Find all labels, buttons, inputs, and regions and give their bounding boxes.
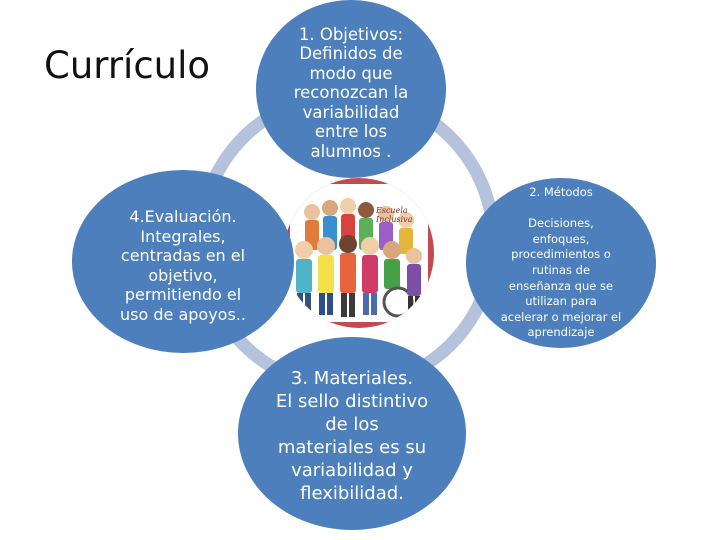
node-materiales: 3. Materiales. El sello distintivo de lo… <box>238 337 466 530</box>
illustration-caption: Escuela Inclusiva <box>376 206 413 224</box>
page-title: Currículo <box>44 44 211 87</box>
illustration-frame: Escuela Inclusiva <box>290 184 428 322</box>
node-metodos-text: 2. Métodos Decisiones, enfoques, procedi… <box>500 185 622 340</box>
node-objetivos-text: 1. Objetivos: Definidos de modo que reco… <box>293 24 409 161</box>
node-materiales-text: 3. Materiales. El sello distintivo de lo… <box>275 367 429 504</box>
node-objetivos: 1. Objetivos: Definidos de modo que reco… <box>256 0 446 178</box>
node-evaluacion: 4.Evaluación. Integrales, centradas en e… <box>72 170 294 353</box>
node-metodos: 2. Métodos Decisiones, enfoques, procedi… <box>466 178 656 348</box>
children-group-icon <box>295 198 422 318</box>
node-evaluacion-text: 4.Evaluación. Integrales, centradas en e… <box>120 207 246 324</box>
center-illustration: Escuela Inclusiva <box>284 178 434 328</box>
